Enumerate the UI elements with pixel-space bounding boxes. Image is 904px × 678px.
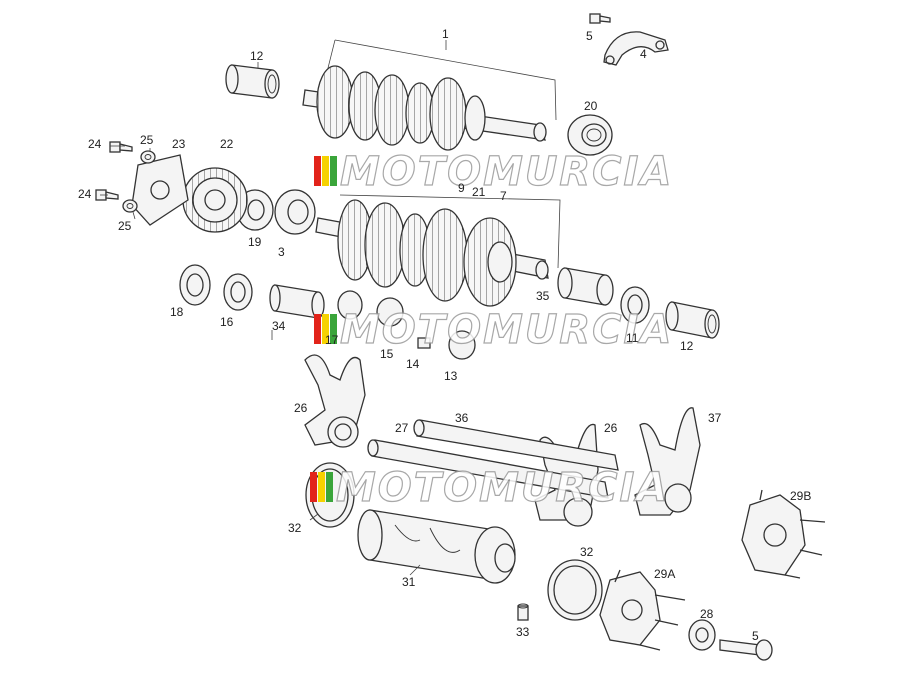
o-ring-32-right (547, 559, 603, 621)
washer-25-top (140, 150, 156, 164)
shift-drum-31 (357, 509, 516, 584)
pin-33 (517, 603, 529, 621)
callout-c5a: 5 (586, 29, 593, 43)
secondary-shaft-assembly (315, 194, 561, 307)
washer-16 (223, 273, 253, 311)
callout-labels: 1 4 5 12 20 24 25 23 22 24 25 19 3 9 21 … (78, 27, 811, 643)
shift-fork-26-left (304, 354, 366, 448)
watermark-bottom: MOTOMURCIA (310, 464, 669, 512)
callout-c12b: 12 (680, 339, 694, 353)
screw-5-bottom (719, 639, 773, 661)
callout-c22: 22 (220, 137, 234, 151)
needle-bearing-35 (557, 267, 614, 306)
callout-c33: 33 (516, 625, 530, 639)
washer-11 (620, 286, 650, 324)
callout-c26a: 26 (294, 401, 308, 415)
watermark-text-top: MOTOMURCIA (340, 149, 673, 195)
callout-c1: 1 (442, 27, 449, 41)
callout-c28: 28 (700, 607, 714, 621)
callout-c29b: 29B (790, 489, 811, 503)
primary-shaft-assembly (302, 39, 557, 151)
callout-c5b: 5 (752, 629, 759, 643)
callout-c21: 21 (472, 185, 486, 199)
callout-c3: 3 (278, 245, 285, 259)
callout-c4: 4 (640, 47, 647, 61)
callout-c7: 7 (500, 189, 507, 203)
washer-28 (688, 619, 716, 651)
watermark-text-bottom: MOTOMURCIA (336, 465, 669, 511)
bearing-3 (274, 189, 316, 235)
bearing-20 (567, 114, 613, 156)
callout-c34: 34 (272, 319, 286, 333)
watermark-text-middle: MOTOMURCIA (340, 307, 673, 353)
callout-c32a: 32 (288, 521, 302, 535)
callout-c25b: 25 (118, 219, 132, 233)
needle-bearing-12-top (225, 64, 280, 99)
callout-c16: 16 (220, 315, 234, 329)
callout-c12a: 12 (250, 49, 264, 63)
washer-18 (179, 264, 211, 306)
washer-17 (337, 290, 363, 320)
watermark-middle: MOTOMURCIA (314, 306, 673, 354)
screw-24-top (109, 141, 133, 153)
fork-shaft-36 (413, 419, 619, 471)
callout-c26b: 26 (604, 421, 618, 435)
bushing-34 (269, 284, 325, 319)
callout-c35: 35 (536, 289, 550, 303)
gear-selector-29A (599, 569, 686, 651)
callout-c24a: 24 (88, 137, 102, 151)
sprocket-22 (182, 167, 248, 233)
callout-c24b: 24 (78, 187, 92, 201)
callout-c31: 31 (402, 575, 416, 589)
washer-13 (448, 330, 476, 360)
bracket-4 (603, 31, 669, 66)
callout-c29a: 29A (654, 567, 675, 581)
shift-fork-37 (634, 407, 701, 516)
secondary-gear-cluster (337, 199, 517, 307)
watermark-top: MOTOMURCIA (314, 148, 673, 196)
screw-5-top (589, 13, 611, 24)
callout-c17: 17 (325, 333, 339, 347)
gear-selector-29B (741, 489, 826, 579)
callout-c18: 18 (170, 305, 184, 319)
callout-c23: 23 (172, 137, 186, 151)
callout-c11: 11 (626, 331, 639, 345)
washer-25-bottom (122, 199, 138, 213)
callout-c36: 36 (455, 411, 469, 425)
callout-c15: 15 (380, 347, 394, 361)
callout-c37: 37 (708, 411, 722, 425)
callout-c14: 14 (406, 357, 420, 371)
lock-plate-23 (131, 154, 189, 226)
leader-lines (100, 40, 447, 576)
fork-shaft-27 (367, 439, 609, 499)
washer-15 (376, 297, 404, 327)
callout-c20: 20 (584, 99, 598, 113)
primary-gear-cluster (316, 65, 486, 151)
callout-c27: 27 (395, 421, 409, 435)
pin-14 (417, 337, 431, 349)
callout-c25a: 25 (140, 133, 154, 147)
callout-c32b: 32 (580, 545, 594, 559)
needle-bearing-12-bottom (665, 301, 720, 339)
callout-c13: 13 (444, 369, 458, 383)
callout-c19: 19 (248, 235, 262, 249)
callout-c9: 9 (458, 181, 465, 195)
